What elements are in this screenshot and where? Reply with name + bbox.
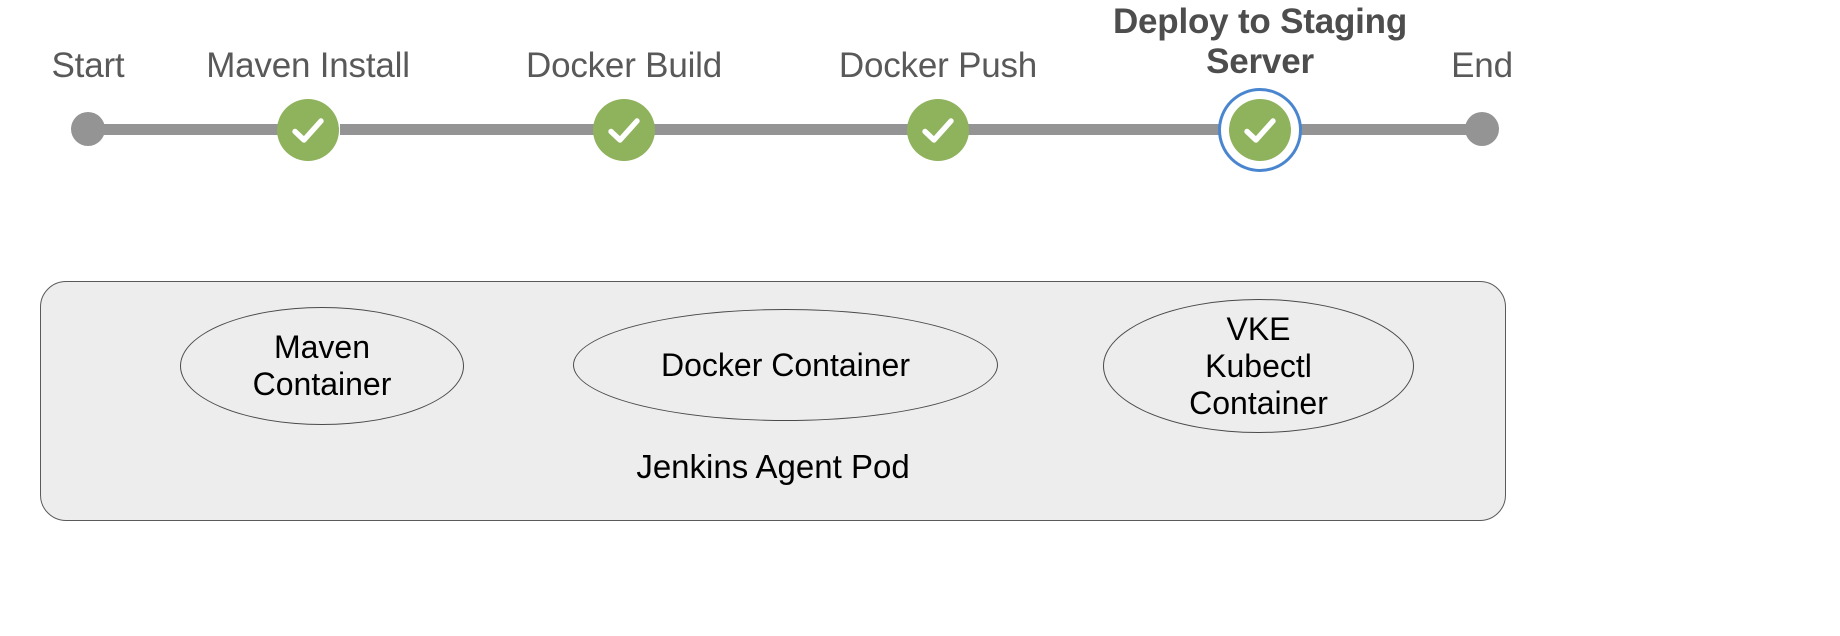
container-label: VKE Kubectl Container xyxy=(1189,310,1328,421)
status-disc xyxy=(907,99,969,161)
container-node-maven[interactable]: Maven Container xyxy=(180,307,464,425)
start-dot-icon[interactable] xyxy=(71,112,105,146)
status-disc xyxy=(1229,99,1291,161)
connector-start-to-maven xyxy=(96,124,308,135)
connector-build-to-push xyxy=(650,124,922,135)
stage-node-maven-install[interactable] xyxy=(277,99,339,161)
container-node-docker[interactable]: Docker Container xyxy=(573,309,998,421)
connector-push-to-deploy xyxy=(954,124,1222,135)
stage-node-docker-build[interactable] xyxy=(593,99,655,161)
stage-label-end: End xyxy=(1451,46,1513,85)
connector-deploy-to-end xyxy=(1298,124,1482,135)
status-disc xyxy=(593,99,655,161)
stage-node-docker-push[interactable] xyxy=(907,99,969,161)
agent-pod-label: Jenkins Agent Pod xyxy=(636,448,910,485)
pipeline-stage-view: Start Maven Install Docker Build Docker … xyxy=(0,0,1840,200)
stage-label-deploy-to-staging-server[interactable]: Deploy to Staging Server xyxy=(1112,2,1408,81)
container-node-vke-kubectl[interactable]: VKE Kubectl Container xyxy=(1103,299,1414,433)
container-label: Maven Container xyxy=(252,329,392,402)
status-disc xyxy=(277,99,339,161)
stage-label-docker-build[interactable]: Docker Build xyxy=(525,46,723,85)
stage-label-maven-install[interactable]: Maven Install xyxy=(206,46,410,85)
container-label: Docker Container xyxy=(661,346,910,383)
connector-maven-to-build xyxy=(340,124,618,135)
jenkins-agent-pod: Maven Container Docker Container VKE Kub… xyxy=(40,281,1506,521)
stage-label-start: Start xyxy=(51,46,125,85)
end-dot-icon[interactable] xyxy=(1465,112,1499,146)
stage-label-docker-push[interactable]: Docker Push xyxy=(838,46,1038,85)
stage-node-deploy-to-staging-server[interactable] xyxy=(1218,88,1302,172)
